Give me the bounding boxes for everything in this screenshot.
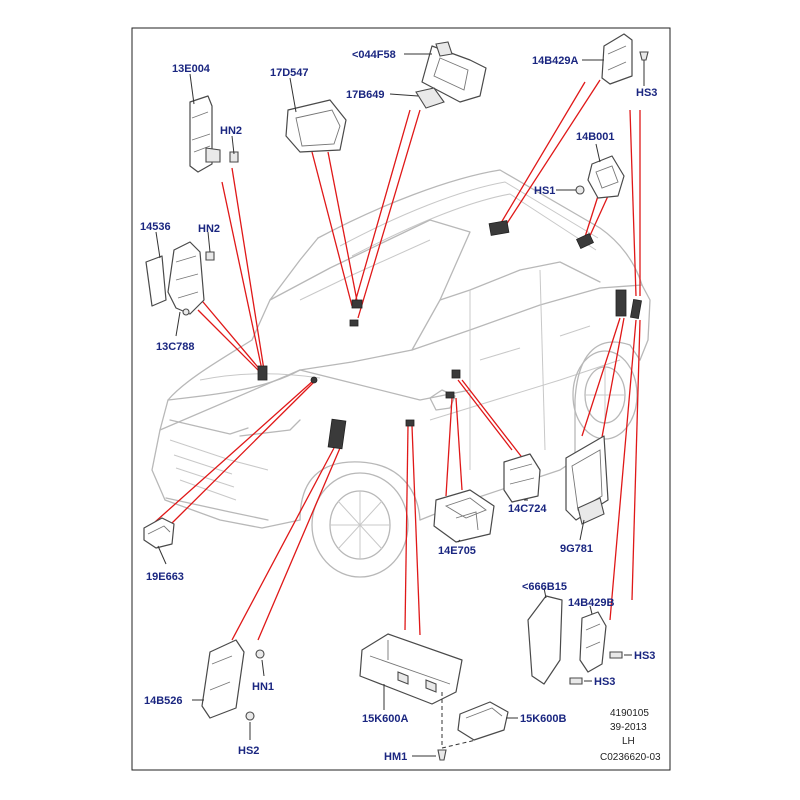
nut-hn2-a — [229, 151, 239, 163]
module-14B526 — [201, 639, 245, 719]
module-14E705 — [433, 489, 495, 543]
reference-block: 4190105 39-2013 LH C0236620-03 — [600, 708, 661, 763]
callout-lines — [155, 53, 645, 757]
label-13C788[interactable]: 13C788 — [156, 341, 195, 353]
label-hn2-b[interactable]: HN2 — [198, 223, 220, 235]
screw-hs3-low — [569, 677, 583, 685]
module-17D547 — [285, 99, 347, 153]
label-hn1[interactable]: HN1 — [252, 681, 274, 693]
label-hs3-top[interactable]: HS3 — [636, 87, 657, 99]
label-13E004[interactable]: 13E004 — [172, 63, 211, 75]
screw-hs1 — [575, 185, 585, 195]
ecu-9G781 — [565, 435, 609, 525]
reference-line-2: 39-2013 — [610, 722, 647, 733]
label-hs2[interactable]: HS2 — [238, 745, 259, 757]
label-15K600B[interactable]: 15K600B — [520, 713, 567, 725]
label-hs1[interactable]: HS1 — [534, 185, 555, 197]
reference-line-1: 4190105 — [610, 708, 649, 719]
module-14C724 — [503, 453, 541, 503]
module-15K600B — [457, 701, 509, 741]
screw-hs3-mid — [609, 651, 623, 659]
label-hm1[interactable]: HM1 — [384, 751, 407, 763]
label-14B429B[interactable]: 14B429B — [568, 597, 615, 609]
label-19E663[interactable]: 19E663 — [146, 571, 184, 583]
label-9G781[interactable]: 9G781 — [560, 543, 593, 555]
label-17B649[interactable]: 17B649 — [346, 89, 385, 101]
label-14536[interactable]: 14536 — [140, 221, 171, 233]
part-labels: 13E004 17D547 <044F58 17B649 14B429A HS3… — [140, 49, 657, 763]
label-14E705[interactable]: 14E705 — [438, 545, 476, 557]
reference-line-4: C0236620-03 — [600, 752, 661, 763]
label-14B001[interactable]: 14B001 — [576, 131, 615, 143]
relay-box-14536 — [145, 241, 205, 316]
label-044F58[interactable]: <044F58 — [352, 49, 396, 61]
module-13E004 — [189, 95, 221, 173]
label-hs3-low[interactable]: HS3 — [594, 676, 615, 688]
module-14B429A — [601, 33, 633, 85]
label-15K600A[interactable]: 15K600A — [362, 713, 409, 725]
label-666B15[interactable]: <666B15 — [522, 581, 567, 593]
nut-hn1 — [255, 649, 265, 659]
sensor-17B649 — [415, 87, 445, 109]
module-15K600A — [359, 633, 463, 705]
label-14B526[interactable]: 14B526 — [144, 695, 183, 707]
label-17D547[interactable]: 17D547 — [270, 67, 309, 79]
screw-hs2 — [245, 711, 255, 721]
module-14B001 — [587, 155, 625, 199]
label-14B429A[interactable]: 14B429A — [532, 55, 579, 67]
bolt-hm1 — [437, 749, 447, 761]
switch-19E663 — [143, 517, 175, 549]
screw-hs3-top — [639, 51, 649, 61]
module-14B429B — [579, 611, 607, 673]
label-hn2-a[interactable]: HN2 — [220, 125, 242, 137]
reference-line-3: LH — [622, 736, 635, 747]
leader-lines — [154, 79, 641, 641]
nut-hn2-b — [205, 251, 215, 261]
label-14C724[interactable]: 14C724 — [508, 503, 547, 515]
location-markers — [257, 220, 642, 450]
housing-044F58 — [421, 41, 487, 103]
label-hs3-mid[interactable]: HS3 — [634, 650, 655, 662]
